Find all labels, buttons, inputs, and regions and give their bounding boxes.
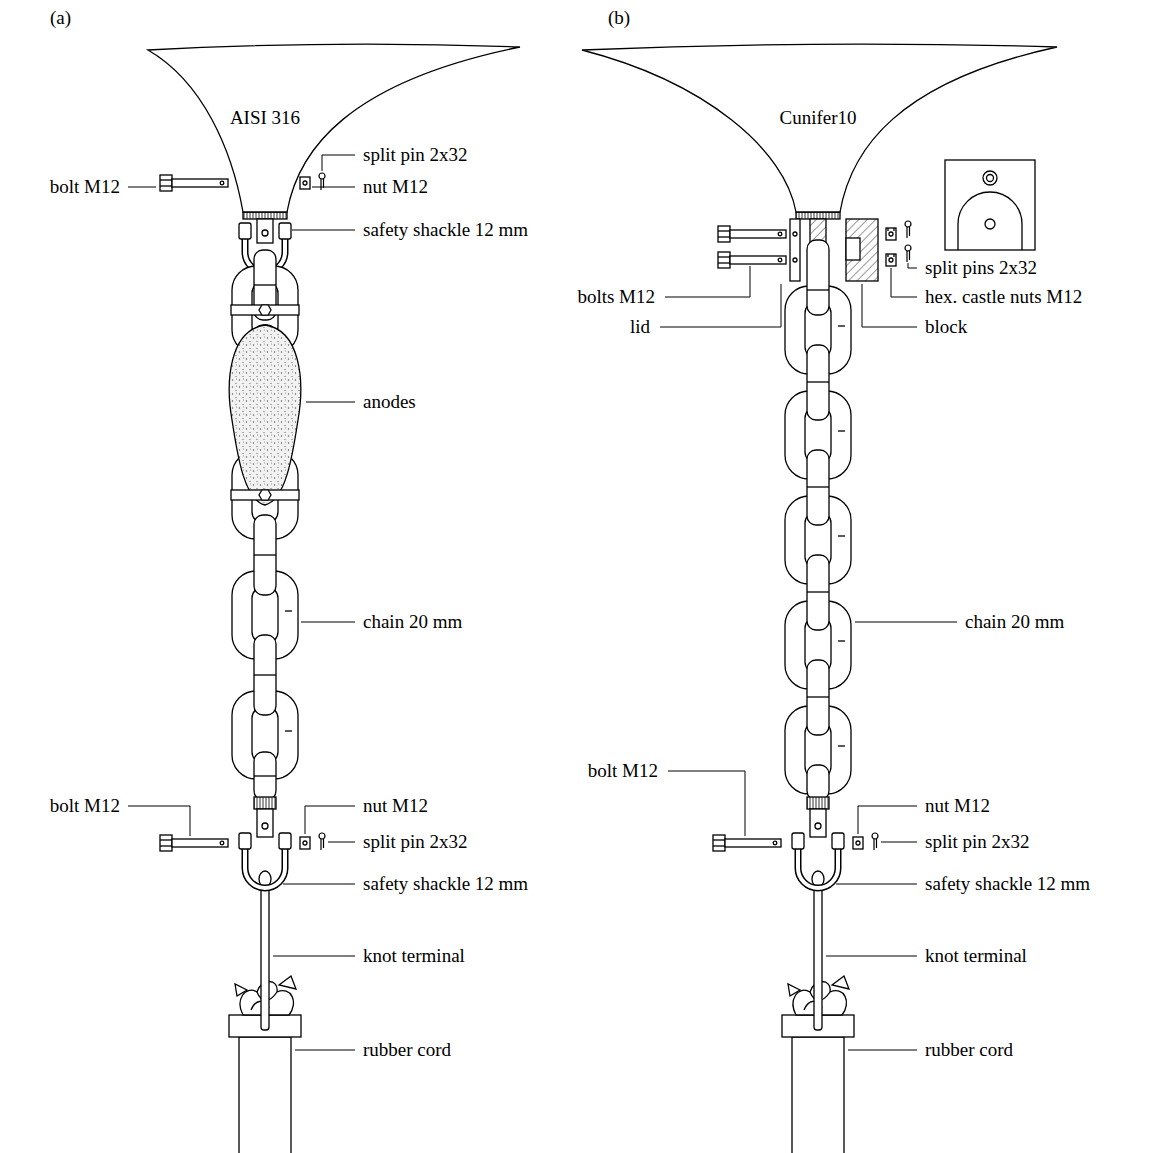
label-text: bolt M12 <box>50 795 120 816</box>
label-text: nut M12 <box>363 795 428 816</box>
part-label: chain 20 mm <box>363 611 462 634</box>
hull-shape <box>582 44 1057 212</box>
panel-label: (b) <box>608 7 630 30</box>
part-label: rubber cord <box>925 1039 1013 1062</box>
part-label: nut M12 <box>363 795 428 818</box>
label-text: chain 20 mm <box>363 611 462 632</box>
label-text: rubber cord <box>363 1039 451 1060</box>
part-label: bolt M12 <box>50 795 120 818</box>
label-text: safety shackle 12 mm <box>363 873 528 894</box>
part-label: bolts M12 <box>577 286 655 309</box>
label-text: split pins 2x32 <box>925 257 1037 278</box>
label-text: (a) <box>50 7 71 28</box>
label-text: bolt M12 <box>50 176 120 197</box>
part-label: knot terminal <box>925 945 1027 968</box>
label-text: hex. castle nuts M12 <box>925 286 1082 307</box>
hull-outline <box>148 40 520 218</box>
label-text: safety shackle 12 mm <box>363 219 528 240</box>
part-label: anodes <box>363 391 416 414</box>
label-text: split pin 2x32 <box>363 831 468 852</box>
buoy-hull: AISI 316 <box>148 40 520 218</box>
part-label: block <box>925 316 967 339</box>
hull-outline <box>582 40 1057 218</box>
label-text: knot terminal <box>925 945 1027 966</box>
assembly-a <box>160 173 325 1153</box>
hull-shape <box>148 44 520 212</box>
material-label: Cunifer10 <box>779 107 856 130</box>
part-label: bolt M12 <box>588 760 658 783</box>
part-label: safety shackle 12 mm <box>363 219 528 242</box>
part-label: safety shackle 12 mm <box>363 873 528 896</box>
part-label: knot terminal <box>363 945 465 968</box>
label-text: bolt M12 <box>588 760 658 781</box>
part-label: hex. castle nuts M12 <box>925 286 1082 309</box>
label-text: split pin 2x32 <box>925 831 1030 852</box>
label-text: nut M12 <box>363 176 428 197</box>
label-text: bolts M12 <box>577 286 655 307</box>
label-text: block <box>925 316 967 337</box>
label-text: lid <box>630 316 650 337</box>
leader-lines <box>128 155 957 1050</box>
label-text: safety shackle 12 mm <box>925 873 1090 894</box>
part-label: split pin 2x32 <box>363 831 468 854</box>
label-text: chain 20 mm <box>965 611 1064 632</box>
label-text: rubber cord <box>925 1039 1013 1060</box>
label-text: split pin 2x32 <box>363 144 468 165</box>
part-label: nut M12 <box>363 176 428 199</box>
part-label: safety shackle 12 mm <box>925 873 1090 896</box>
material-label: AISI 316 <box>230 107 300 130</box>
part-label: split pin 2x32 <box>363 144 468 167</box>
part-label: chain 20 mm <box>965 611 1064 634</box>
label-text: anodes <box>363 391 416 412</box>
buoy-hull: Cunifer10 <box>582 40 1057 218</box>
part-label: split pin 2x32 <box>925 831 1030 854</box>
label-text: nut M12 <box>925 795 990 816</box>
part-label: nut M12 <box>925 795 990 818</box>
part-label: bolt M12 <box>50 176 120 199</box>
part-label: lid <box>630 316 650 339</box>
panel-label: (a) <box>50 7 71 30</box>
label-text: knot terminal <box>363 945 465 966</box>
part-label: split pins 2x32 <box>925 257 1037 280</box>
part-label: rubber cord <box>363 1039 451 1062</box>
assembly-b <box>713 160 1035 1153</box>
label-text: (b) <box>608 7 630 28</box>
